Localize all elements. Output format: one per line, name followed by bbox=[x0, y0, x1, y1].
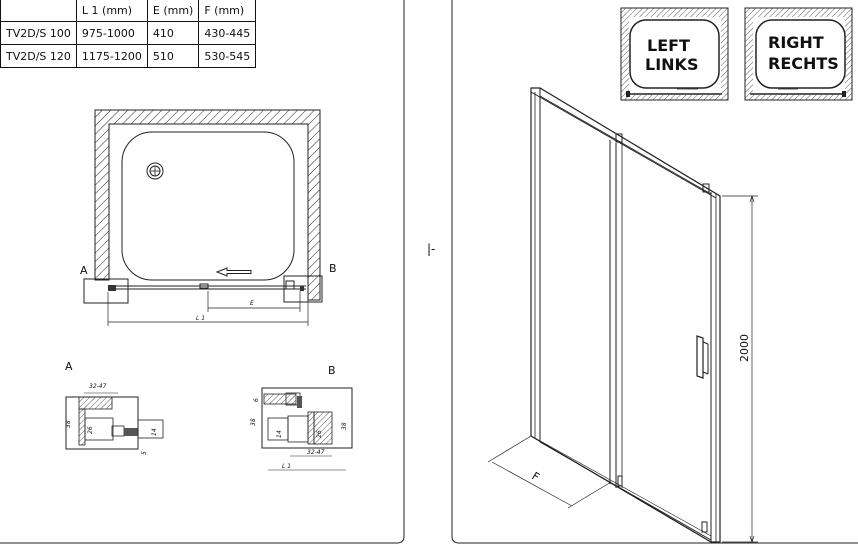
detail-b-dim-l1: L 1 bbox=[282, 463, 291, 470]
wall-hatch bbox=[94, 109, 321, 301]
height-label: 2000 bbox=[738, 334, 751, 362]
detail-a-title: A bbox=[65, 360, 73, 373]
detail-a-dim-bottom: 5 bbox=[141, 451, 148, 455]
table-cell: 530-545 bbox=[198, 44, 257, 68]
table-cell: 410 bbox=[146, 21, 200, 45]
table-row: TV2D/S 100 975-1000 410 430-445 bbox=[0, 21, 257, 45]
plan-view: A B E L 1 bbox=[80, 109, 337, 326]
door-handle-icon bbox=[696, 335, 709, 379]
detail-b-dim-inner-b: 26 bbox=[316, 430, 323, 438]
table-cell: TV2D/S 120 bbox=[0, 44, 77, 68]
detail-b-dim-top-left: 6 bbox=[253, 398, 260, 402]
detail-b-dim-left: 38 bbox=[250, 418, 257, 426]
shower-tray bbox=[121, 131, 295, 281]
center-mark: |- bbox=[427, 242, 435, 256]
dim-e-label: E bbox=[250, 300, 254, 307]
table-cell: 975-1000 bbox=[75, 21, 148, 45]
detail-a-dim-inner: 26 bbox=[87, 426, 94, 434]
detail-b-dim-bottom: 32-47 bbox=[307, 449, 325, 456]
detail-a-dim-right: 14 bbox=[151, 428, 158, 436]
detail-a: A 32-47 38 26 14 5 bbox=[65, 360, 164, 455]
table-header-row: L 1 (mm) E (mm) F (mm) bbox=[0, 0, 257, 22]
table-row: TV2D/S 120 1175-1200 510 530-545 bbox=[0, 44, 257, 68]
left-line1: LEFT bbox=[647, 36, 690, 55]
slide-direction-arrow-icon bbox=[215, 267, 252, 277]
table-cell: 510 bbox=[146, 44, 200, 68]
detail-label-a: A bbox=[80, 264, 88, 277]
detail-b-title: B bbox=[328, 364, 336, 377]
detail-b-dim-right: 38 bbox=[341, 422, 348, 430]
detail-b-dim-inner-a: 14 bbox=[276, 430, 283, 438]
detail-a-dim-top: 32-47 bbox=[89, 383, 107, 390]
left-line2: LINKS bbox=[645, 55, 698, 74]
depth-label: F bbox=[529, 470, 541, 484]
table-cell: 1175-1200 bbox=[75, 44, 148, 68]
detail-a-dim-left: 38 bbox=[65, 420, 72, 428]
detail-marker-b bbox=[283, 275, 323, 303]
detail-marker-a bbox=[83, 278, 129, 304]
drain-icon bbox=[146, 162, 164, 180]
orientation-right-icon: RIGHT RECHTS bbox=[744, 7, 853, 101]
perspective-view bbox=[487, 87, 758, 544]
table-header-cell: E (mm) bbox=[146, 0, 200, 22]
orientation-left-icon: LEFT LINKS bbox=[620, 7, 729, 101]
dim-l1-label: L 1 bbox=[196, 315, 205, 322]
detail-b: B 6 38 14 26 38 32-47 L 1 bbox=[250, 364, 353, 471]
detail-label-b: B bbox=[329, 262, 337, 275]
dimension-table: L 1 (mm) E (mm) F (mm) TV2D/S 100 975-10… bbox=[0, 0, 257, 68]
table-cell: 430-445 bbox=[198, 21, 257, 45]
right-line1: RIGHT bbox=[768, 33, 824, 52]
right-line2: RECHTS bbox=[768, 54, 839, 73]
